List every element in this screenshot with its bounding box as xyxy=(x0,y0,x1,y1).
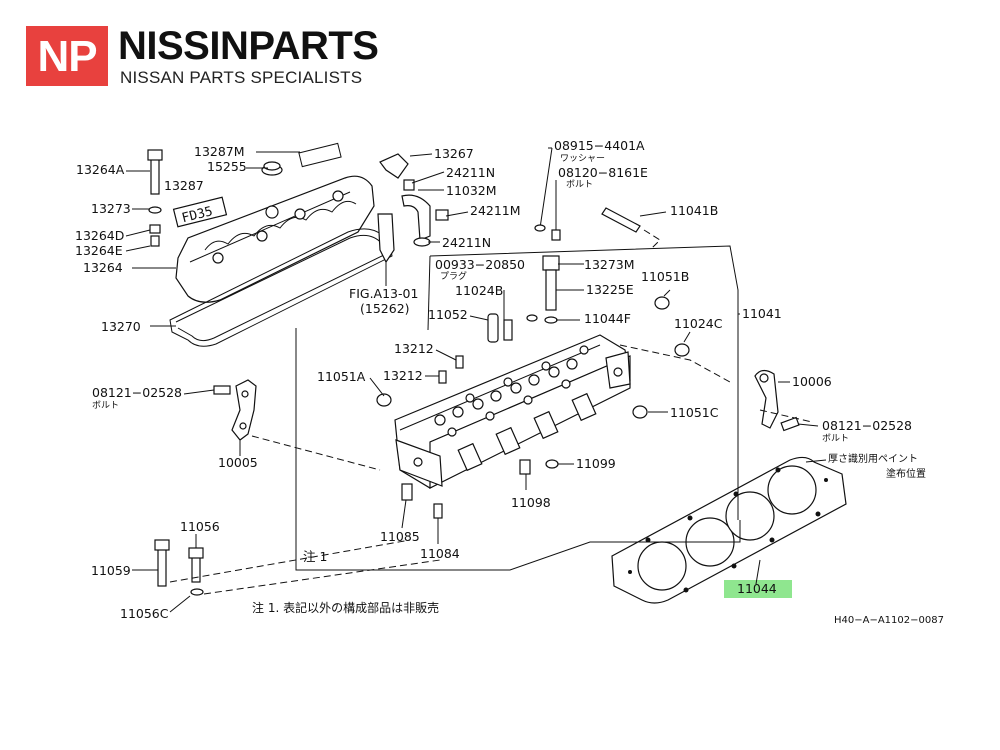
label-11044f: 11044F xyxy=(584,311,631,326)
label-11051a: 11051A xyxy=(317,369,366,384)
footnote: 注 1. 表記以外の構成部品は非販売 xyxy=(252,601,440,615)
plug-11024c xyxy=(674,343,690,357)
plug-11051b xyxy=(654,296,670,310)
label-00933-jp: プラグ xyxy=(440,272,468,282)
plate-13287m xyxy=(298,142,342,168)
label-11059: 11059 xyxy=(91,563,131,578)
label-11084: 11084 xyxy=(420,546,460,561)
label-24211m: 24211M xyxy=(470,203,521,218)
brand-tagline: NISSAN PARTS SPECIALISTS xyxy=(120,68,363,87)
label-13212-b: 13212 xyxy=(383,368,423,383)
pcv-valve xyxy=(377,213,395,264)
label-11024c: 11024C xyxy=(674,316,723,331)
seal-11098 xyxy=(519,459,531,475)
brand-name: NISSINPARTS xyxy=(118,24,379,68)
label-paint-note-2: 塗布位置 xyxy=(886,469,926,480)
drawing-code: H40−A−A1102−0087 xyxy=(834,615,944,626)
bolt-13212a xyxy=(455,355,464,369)
label-08121-right: 08121−02528 xyxy=(822,418,913,433)
label-08915-jp: ワッシャー xyxy=(560,154,606,164)
grommet-13264d xyxy=(149,224,161,234)
washer-13273 xyxy=(148,206,162,214)
label-13212-a: 13212 xyxy=(394,341,434,356)
dowel-11052 xyxy=(487,313,499,343)
label-11024b: 11024B xyxy=(455,283,504,298)
label-10005: 10005 xyxy=(218,455,258,470)
label-13267: 13267 xyxy=(434,146,474,161)
label-24211n-b: 24211N xyxy=(442,235,492,250)
label-08121-left: 08121−02528 xyxy=(92,385,183,400)
label-15255: 15255 xyxy=(207,159,247,174)
label-figref: FIG.A13-01 xyxy=(349,286,419,301)
label-13270: 13270 xyxy=(101,319,141,334)
label-11085: 11085 xyxy=(380,529,420,544)
label-08121-right-jp: ボルト xyxy=(822,434,850,444)
label-11051b: 11051B xyxy=(641,269,690,284)
guide-11085 xyxy=(401,483,413,501)
label-13225e: 13225E xyxy=(586,282,634,297)
rocker-gasket xyxy=(169,228,393,347)
plug-11051a xyxy=(376,393,392,407)
label-11056: 11056 xyxy=(180,519,220,534)
sleeve-13264e xyxy=(150,235,160,247)
cylinder-head xyxy=(394,334,631,489)
bracket-10006 xyxy=(754,369,779,429)
label-13264e: 13264E xyxy=(75,243,123,258)
bolt-08121-right xyxy=(780,416,800,432)
label-11056c: 11056C xyxy=(120,606,169,621)
plug-11024b xyxy=(503,319,513,341)
pcv-elbow xyxy=(379,153,409,179)
label-13287: 13287 xyxy=(164,178,204,193)
label-13264a: 13264A xyxy=(76,162,125,177)
label-10006: 10006 xyxy=(792,374,832,389)
label-11041b: 11041B xyxy=(670,203,719,218)
fd35-badge: FD35 xyxy=(172,196,228,228)
bolt-13212b xyxy=(438,370,447,384)
label-24211n-a: 24211N xyxy=(446,165,496,180)
label-13273m: 13273M xyxy=(584,257,635,272)
logo-letters: NP xyxy=(37,32,97,81)
label-11044: 11044 xyxy=(737,581,777,596)
head-gasket xyxy=(611,456,847,604)
label-11099: 11099 xyxy=(576,456,616,471)
label-11032m: 11032M xyxy=(446,183,497,198)
fd35-badge-text: FD35 xyxy=(180,204,214,226)
label-note-mark: 注 1 xyxy=(303,549,328,564)
brand-logo: NP xyxy=(26,26,108,86)
label-08120-jp: ボルト xyxy=(566,180,594,190)
rocker-cover xyxy=(175,175,375,303)
label-08120: 08120−8161E xyxy=(558,165,648,180)
label-11041: 11041 xyxy=(742,306,782,321)
label-paint-note-1: 厚さ識別用ペイント xyxy=(828,454,918,465)
washer-11056c xyxy=(190,588,204,596)
label-13264: 13264 xyxy=(83,260,123,275)
label-13273: 13273 xyxy=(91,201,131,216)
label-11052: 11052 xyxy=(428,307,468,322)
stud-11041b xyxy=(601,207,641,233)
highlight-11044 xyxy=(724,580,792,598)
label-00933: 00933−20850 xyxy=(435,257,526,272)
label-11051c: 11051C xyxy=(670,405,719,420)
label-13264d: 13264D xyxy=(75,228,125,243)
plug-11051c xyxy=(632,405,648,419)
label-11098: 11098 xyxy=(511,495,551,510)
bracket-10005 xyxy=(231,379,257,441)
label-13287m: 13287M xyxy=(194,144,245,159)
label-08121-left-jp: ボルト xyxy=(92,401,120,411)
label-08915: 08915−4401A xyxy=(554,138,645,153)
label-figref-sub: (15262) xyxy=(360,301,410,316)
